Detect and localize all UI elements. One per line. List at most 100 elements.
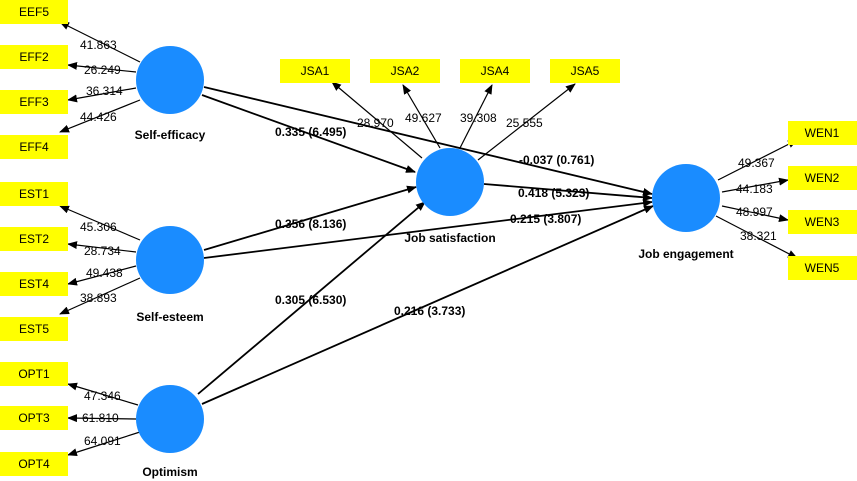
loading-jsa1: 28.970 <box>357 116 394 130</box>
indicator-label: JSA4 <box>481 64 510 78</box>
loading-eff4: 44.426 <box>80 110 117 124</box>
indicator-label: EEF5 <box>19 5 49 19</box>
loading-labels: 41.863 26.249 36.314 44.426 45.306 28.73… <box>80 38 777 448</box>
indicator-label: EST4 <box>19 277 49 291</box>
arrow-job-engagement-wen3 <box>721 205 789 223</box>
construct-job-engagement[interactable]: Job engagement <box>638 164 734 261</box>
indicator-label: WEN5 <box>805 261 840 275</box>
loading-opt3: 61.810 <box>82 411 119 425</box>
loading-eff3: 36.314 <box>86 84 123 98</box>
arrow-optimism-opt3 <box>67 414 137 423</box>
loading-jsa4: 39.308 <box>460 111 497 125</box>
coef-optimism-satisfaction: 0.305 (6.530) <box>275 293 346 307</box>
arrow-self-esteem-est5 <box>59 277 141 315</box>
arrow-job-satisfaction-jsa4 <box>459 84 493 149</box>
arrow-self-efficacy-eef5 <box>59 21 141 63</box>
construct-label: Job satisfaction <box>404 231 495 245</box>
coef-esteem-engagement: 0.215 (3.807) <box>510 212 581 226</box>
indicator-opt1[interactable]: OPT1 <box>0 362 68 386</box>
arrow-self-efficacy-eff2 <box>67 61 137 73</box>
indicator-est2[interactable]: EST2 <box>0 227 68 251</box>
loading-wen3: 48.997 <box>736 205 773 219</box>
indicator-jsa1[interactable]: JSA1 <box>280 59 350 83</box>
loading-est2: 28.734 <box>84 244 121 258</box>
construct-label: Self-efficacy <box>135 128 206 142</box>
indicator-jsa5[interactable]: JSA5 <box>550 59 620 83</box>
path-optimism-job-satisfaction <box>197 201 426 395</box>
coef-efficacy-engagement: -0.037 (0.761) <box>519 153 594 167</box>
construct-self-esteem[interactable]: Self-esteem <box>136 226 204 324</box>
path-coefficient-labels: 0.335 (6.495) -0.037 (0.761) 0.356 (8.13… <box>275 125 594 318</box>
indicator-eff3[interactable]: EFF3 <box>0 90 68 114</box>
construct-label: Self-esteem <box>136 310 203 324</box>
indicator-label: WEN3 <box>805 215 840 229</box>
structural-paths <box>197 86 654 405</box>
indicator-eff4[interactable]: EFF4 <box>0 135 68 159</box>
arrow-optimism-opt4 <box>67 431 141 457</box>
arrow-job-engagement-wen5 <box>715 215 798 259</box>
path-self-efficacy-job-engagement <box>203 86 653 196</box>
coef-efficacy-satisfaction: 0.335 (6.495) <box>275 125 346 139</box>
loading-jsa2: 49.627 <box>405 111 442 125</box>
indicator-est1[interactable]: EST1 <box>0 182 68 206</box>
coef-esteem-satisfaction: 0.356 (8.136) <box>275 217 346 231</box>
indicator-wen3[interactable]: WEN3 <box>788 210 857 234</box>
indicator-label: EFF2 <box>19 50 49 64</box>
indicator-label: JSA1 <box>301 64 330 78</box>
construct-label: Optimism <box>142 465 197 479</box>
construct-job-satisfaction[interactable]: Job satisfaction <box>404 148 496 245</box>
arrow-optimism-opt1 <box>67 382 139 406</box>
loading-wen1: 49.367 <box>738 156 775 170</box>
indicator-est4[interactable]: EST4 <box>0 272 68 296</box>
loading-wen5: 38.321 <box>740 229 777 243</box>
indicator-label: EFF3 <box>19 95 49 109</box>
loading-eff2: 26.249 <box>84 63 121 77</box>
indicator-label: OPT1 <box>18 367 50 381</box>
indicator-label: JSA2 <box>391 64 420 78</box>
indicator-jsa4[interactable]: JSA4 <box>460 59 530 83</box>
path-job-satisfaction-job-engagement <box>483 183 653 202</box>
path-self-efficacy-job-satisfaction <box>201 94 416 173</box>
arrow-self-esteem-est1 <box>59 205 141 241</box>
loading-est1: 45.306 <box>80 220 117 234</box>
indicator-arrows <box>59 21 798 457</box>
indicator-label: EST5 <box>19 322 49 336</box>
indicator-label: EST2 <box>19 232 49 246</box>
path-optimism-job-engagement <box>201 205 654 405</box>
indicator-wen1[interactable]: WEN1 <box>788 121 857 145</box>
loading-est5: 38.893 <box>80 291 117 305</box>
indicator-label: EST1 <box>19 187 49 201</box>
coef-satisfaction-engagement: 0.418 (5.323) <box>518 186 589 200</box>
construct-self-efficacy[interactable]: Self-efficacy <box>135 46 206 142</box>
loading-est4: 49.438 <box>86 266 123 280</box>
indicator-jsa2[interactable]: JSA2 <box>370 59 440 83</box>
arrow-self-esteem-est2 <box>67 241 137 253</box>
indicator-eef5[interactable]: EEF5 <box>0 0 68 24</box>
coef-optimism-engagement: 0.216 (3.733) <box>394 304 465 318</box>
arrow-self-efficacy-eff4 <box>59 99 141 133</box>
indicator-eff2[interactable]: EFF2 <box>0 45 68 69</box>
indicator-wen2[interactable]: WEN2 <box>788 166 857 190</box>
construct-optimism[interactable]: Optimism <box>136 385 204 479</box>
indicator-label: OPT4 <box>18 457 50 471</box>
indicator-wen5[interactable]: WEN5 <box>788 256 857 280</box>
indicator-label: JSA5 <box>571 64 600 78</box>
loading-wen2: 44.183 <box>736 182 773 196</box>
arrow-self-esteem-est4 <box>67 265 137 286</box>
loading-opt4: 64.091 <box>84 434 121 448</box>
indicator-label: WEN1 <box>805 126 840 140</box>
loading-opt1: 47.346 <box>84 389 121 403</box>
path-self-esteem-job-satisfaction <box>203 185 417 251</box>
arrow-self-efficacy-eff3 <box>67 87 137 103</box>
indicator-label: WEN2 <box>805 171 840 185</box>
arrow-job-satisfaction-jsa1 <box>331 81 423 159</box>
indicator-label: EFF4 <box>19 140 49 154</box>
construct-label: Job engagement <box>638 247 733 261</box>
loading-jsa5: 25.555 <box>506 116 543 130</box>
arrow-job-engagement-wen1 <box>717 139 798 181</box>
indicator-opt3[interactable]: OPT3 <box>0 406 68 430</box>
indicator-label: OPT3 <box>18 411 50 425</box>
indicator-est5[interactable]: EST5 <box>0 317 68 341</box>
indicator-opt4[interactable]: OPT4 <box>0 452 68 476</box>
